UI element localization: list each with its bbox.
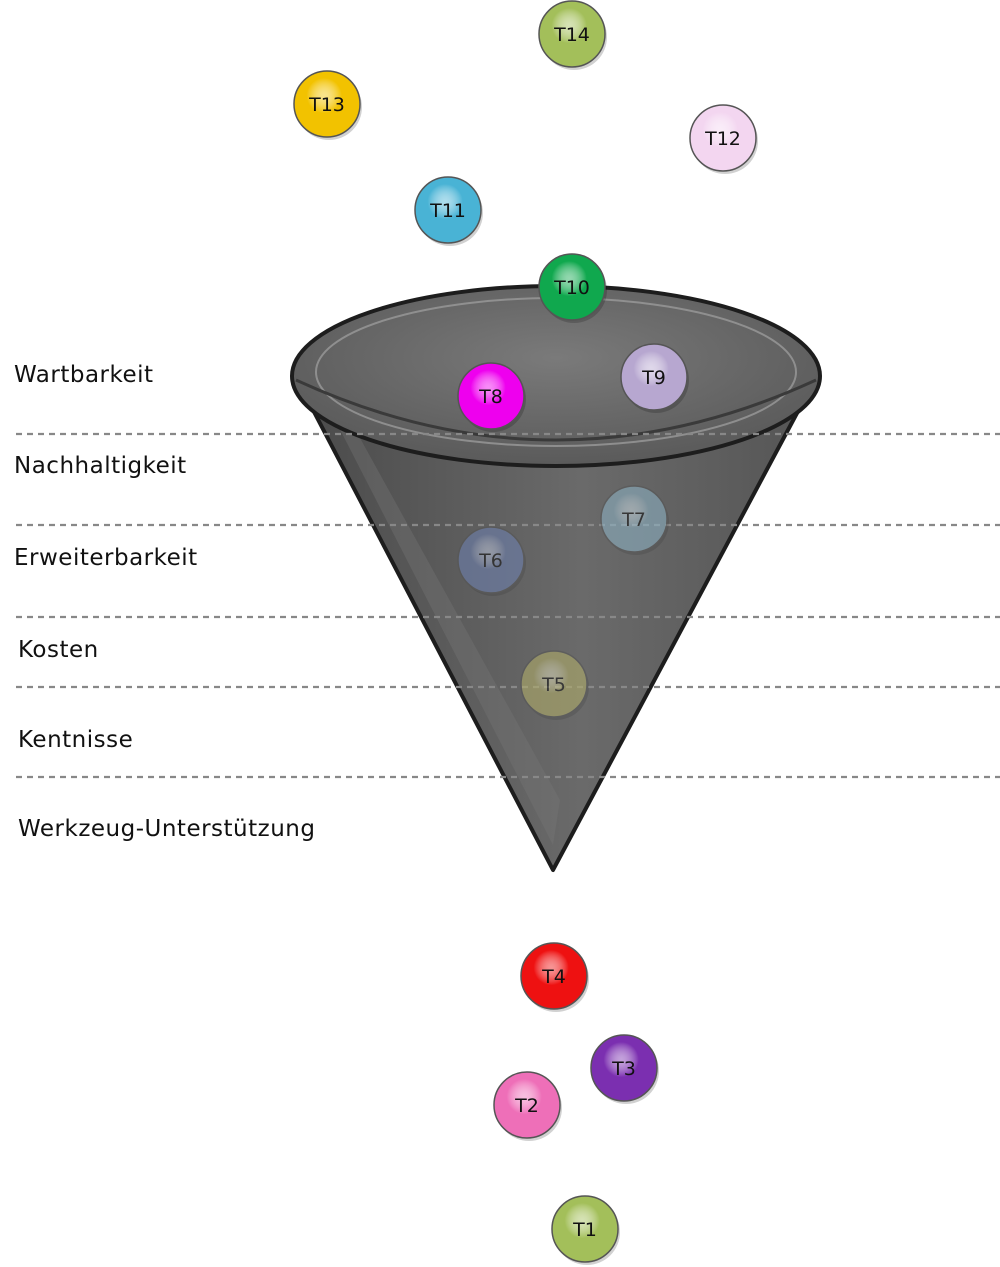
ball-label: T8: [478, 386, 503, 408]
ball-highlight: [463, 368, 519, 424]
ball-highlight: [557, 1201, 613, 1257]
ball-t6: T6: [457, 526, 526, 596]
ball-label: T2: [514, 1095, 539, 1117]
ball-label: T10: [553, 277, 590, 299]
ball-t3: T3: [590, 1034, 659, 1104]
ball-t13: T13: [293, 70, 362, 140]
criterion-label-kosten: Kosten: [18, 637, 99, 663]
ball-highlight: [626, 349, 682, 405]
ball-t8: T8: [457, 362, 526, 432]
ball-highlight: [596, 1040, 652, 1096]
ball-label: T1: [572, 1219, 597, 1241]
ball-t14: T14: [538, 0, 607, 70]
ball-label: T4: [541, 966, 566, 988]
ball-label: T6: [478, 550, 503, 572]
ball-highlight: [544, 259, 600, 315]
ball-t7: T7: [600, 485, 669, 555]
ball-t1: T1: [551, 1195, 620, 1265]
ball-label: T13: [308, 94, 345, 116]
ball-label: T12: [704, 128, 741, 150]
ball-t9: T9: [620, 343, 689, 413]
ball-t2: T2: [493, 1071, 562, 1141]
ball-label: T3: [611, 1058, 636, 1080]
ball-t11: T11: [414, 176, 483, 246]
ball-highlight: [420, 182, 476, 238]
criterion-label-kentnisse: Kentnisse: [18, 727, 134, 753]
ball-t5: T5: [520, 650, 589, 720]
ball-t12: T12: [689, 104, 758, 174]
ball-highlight: [695, 110, 751, 166]
criterion-label-erweiterbarkeit: Erweiterbarkeit: [14, 545, 198, 571]
ball-t4: T4: [520, 942, 589, 1012]
ball-label: T5: [541, 674, 566, 696]
ball-t10: T10: [538, 253, 607, 323]
ball-highlight: [606, 491, 662, 547]
ball-label: T11: [429, 200, 466, 222]
ball-highlight: [499, 1077, 555, 1133]
funnel-cone-shade: [330, 410, 560, 845]
ball-highlight: [299, 76, 355, 132]
criterion-label-werkzeug-unterstuetzung: Werkzeug-Unterstützung: [18, 816, 316, 842]
ball-highlight: [463, 532, 519, 588]
ball-highlight: [526, 656, 582, 712]
ball-highlight: [544, 6, 600, 62]
ball-highlight: [526, 948, 582, 1004]
ball-label: T14: [553, 24, 590, 46]
funnel-rim-front-edge: [295, 378, 817, 442]
ball-label: T9: [641, 367, 666, 389]
criterion-label-nachhaltigkeit: Nachhaltigkeit: [14, 453, 187, 479]
criterion-label-wartbarkeit: Wartbarkeit: [14, 362, 154, 388]
ball-label: T7: [621, 509, 646, 531]
